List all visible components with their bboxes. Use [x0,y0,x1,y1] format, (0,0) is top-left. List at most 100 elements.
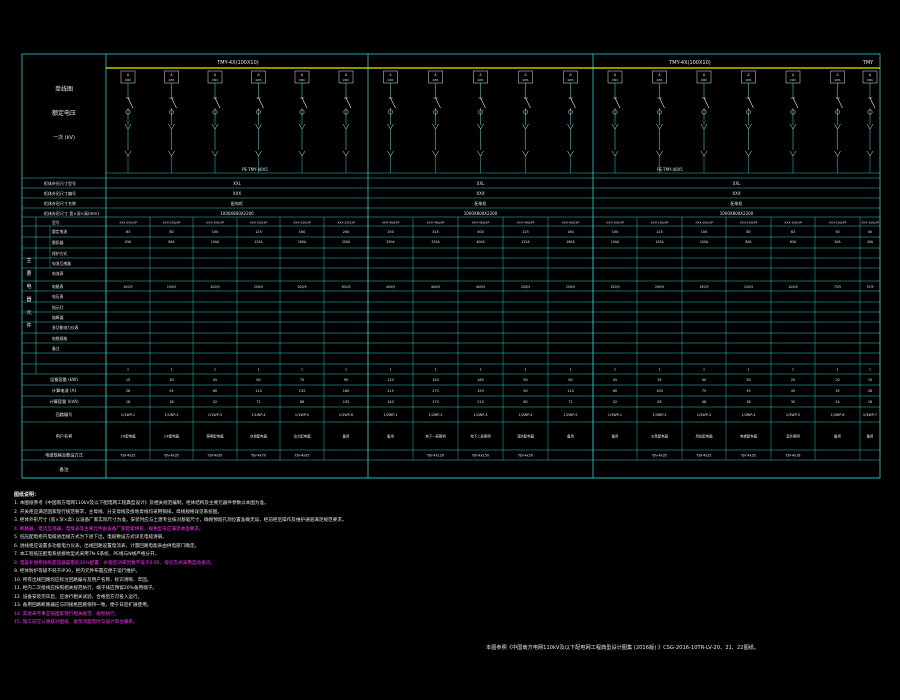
section-info-value: XXL [233,181,241,186]
summary-cell: 空调配电箱 [250,434,268,439]
meter-symbol: kWh [212,78,218,82]
summary-cell: 备用 [343,434,350,439]
meter-symbol: A [524,73,527,77]
summary-row-label: 电缆规格及敷设方式 [45,452,84,459]
ct-symbol [169,109,174,115]
note-line: 15. 施工前应认真核对图纸，发现问题及时与设计单位联系。 [14,620,138,625]
summary-cell: 1/3WP-1 [608,413,622,417]
meter-symbol: A [389,73,392,77]
summary-cell: 80 [213,389,217,393]
vertical-label-char: 要 [26,270,31,277]
indicator-count: 1 [569,368,571,372]
meter-symbol: kWh [523,78,529,82]
summary-cell: 90 [523,389,527,393]
summary-cell: 72 [568,400,572,404]
summary-cell: 1/3WP-5 [786,413,800,417]
meter-symbol: kWh [125,78,131,82]
trip-value: 400A [476,240,485,244]
arrow-symbol [567,150,574,157]
summary-row-label: 设备容量 (kW) [50,376,78,383]
meter-symbol: kWh [299,78,305,82]
indicator-count: 1 [434,368,436,372]
current-value: 160 [567,230,573,234]
meter-symbol: kWh [256,78,262,82]
arrow-symbol [522,150,529,157]
ct-ratio: 400/5 [386,285,395,289]
sub-row-label: 备注 [52,346,60,351]
ct-symbol [343,109,349,115]
current-value: 125 [522,230,528,234]
summary-cell: 1#配电箱 [120,434,136,439]
section-info-label: 柜体外形尺寸型号 [44,180,76,186]
section-info-value: 1000X800X2200 [464,211,498,216]
indicator-count: 1 [301,368,303,372]
summary-cell: 110 [255,389,261,393]
meter-symbol: A [214,73,217,77]
summary-cell: 110 [567,389,573,393]
summary-cell: 1/1WP-6 [339,413,353,417]
summary-cell: 210 [477,400,483,404]
busbar-label: TMY-4X(100X10) [668,60,711,66]
summary-cell: 18 [126,400,130,404]
summary-cell: YJV-4x25 [697,454,712,458]
summary-cell: 30 [746,378,750,382]
ct-symbol [867,109,873,115]
note-line: 8. 电容补偿柜按照变压器容量的30%配置，补偿后功率因数不低于0.95，投切方… [14,560,215,566]
ct-symbol [568,109,573,115]
breaker-symbol [171,97,177,109]
meter-symbol: A [434,73,437,77]
ct-ratio: 400/5 [431,285,440,289]
summary-cell: 备用 [567,434,574,439]
header-label: 一次 (kV) [53,134,75,141]
arrow-symbol [789,150,797,157]
indicator-count: 1 [479,368,481,372]
trip-value: 160A [566,240,575,244]
summary-cell: 25 [791,378,795,382]
ct-ratio: 100/5 [744,285,753,289]
section-info-value: XXX [233,191,241,196]
summary-cell: 1/3WP-3 [697,413,711,417]
busbar-label: TMY-4X(100X10) [216,60,259,66]
summary-cell: 105 [343,400,349,404]
trip-value: 125A [655,240,664,244]
trip-value: 250A [386,240,395,244]
summary-cell: 1/2WP-5 [563,413,577,417]
breaker-symbol [127,97,134,109]
note-line: 3. 柜体外形尺寸 (宽×深×高) 以设备厂家实际尺寸为准，安装时应与土建专业核… [14,518,347,523]
current-value: 80 [169,230,173,234]
summary-cell: 20 [835,378,839,382]
arrow-symbol [168,150,175,157]
sub-row-label: 电流表 [52,271,64,276]
note-line: 6. 进线柜应设置多功能电力仪表，出线回路设置电流表，计量回路电能表由供电部门确… [14,543,200,549]
current-value: 63 [126,230,130,234]
section-info-label: 柜体外形尺寸名称 [44,200,76,206]
breaker-symbol [869,97,876,109]
summary-cell: 55 [169,389,173,393]
current-value: 315 [432,230,438,234]
summary-cell: 备用 [612,434,619,439]
sub-row-label: 型号 [52,220,60,225]
arrow-symbol [656,150,663,157]
breaker-symbol [525,97,531,109]
current-value: 250 [387,230,393,234]
summary-cell: 1/1WP-4 [251,413,265,417]
summary-row-label: 计算电流 (A) [52,387,77,394]
indicator-count: 1 [703,368,705,372]
ct-ratio: 75/5 [834,285,841,289]
summary-cell: 320 [477,389,483,393]
section-info-value: 配电柜 [731,200,743,206]
vertical-label-char: 件 [26,321,31,329]
meter-symbol: A [658,73,661,77]
breaker-model: XXX-250/3P [293,221,311,225]
sub-row-label: 指示灯 [52,305,64,310]
summary-cell: 室外照明 [786,434,800,439]
breaker-model: XXX-100/3P [784,221,802,225]
